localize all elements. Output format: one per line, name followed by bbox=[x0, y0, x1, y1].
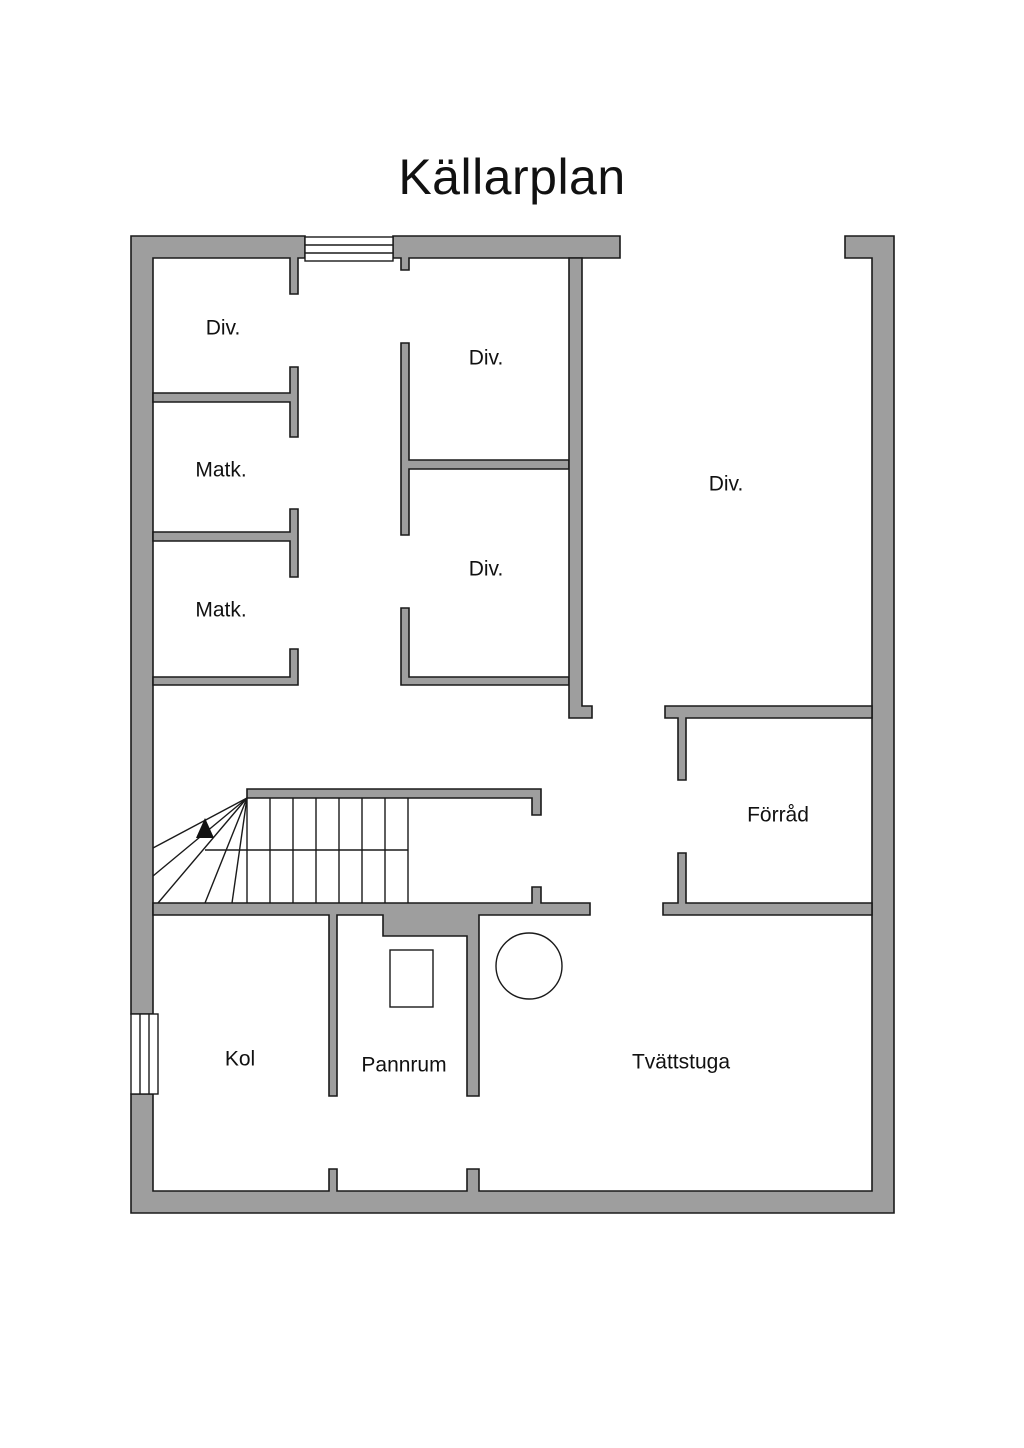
wall-div-matk bbox=[152, 366, 299, 438]
room-label-div-large: Div. bbox=[709, 473, 744, 496]
wall-center-right bbox=[568, 257, 593, 719]
room-label-pannrum: Pannrum bbox=[361, 1054, 446, 1077]
room-label-matk-lower: Matk. bbox=[195, 599, 246, 622]
room-label-div-center-lower: Div. bbox=[469, 558, 504, 581]
outer-wall-top-middle bbox=[392, 235, 621, 271]
wall-matk-hall bbox=[152, 648, 299, 686]
room-label-forrad: Förråd bbox=[747, 804, 809, 827]
staircase bbox=[152, 797, 409, 904]
wall-center-div-lower bbox=[400, 607, 570, 686]
wall-forrad-bottom bbox=[662, 852, 873, 916]
wall-forrad bbox=[664, 705, 873, 781]
wall-center-div-divider bbox=[400, 342, 570, 536]
plan-title: Källarplan bbox=[398, 149, 626, 205]
room-label-kol: Kol bbox=[225, 1048, 255, 1071]
room-label-tvattstuga: Tvättstuga bbox=[632, 1051, 730, 1074]
window-top bbox=[304, 236, 394, 262]
stair-direction-arrow-icon bbox=[196, 818, 214, 838]
wall-stair-bottom bbox=[152, 886, 591, 1097]
outer-wall-top-left bbox=[130, 235, 306, 1015]
wall-stair-top bbox=[246, 788, 542, 816]
laundry-tank bbox=[495, 932, 563, 1000]
room-label-matk-upper: Matk. bbox=[195, 459, 246, 482]
room-label-div-center-upper: Div. bbox=[469, 347, 504, 370]
wall-matk-matk bbox=[152, 508, 299, 578]
outer-wall-top-right bbox=[130, 235, 895, 1214]
window-left bbox=[130, 1013, 159, 1095]
boiler-fixture bbox=[389, 949, 434, 1008]
room-label-div-top-left: Div. bbox=[206, 317, 241, 340]
